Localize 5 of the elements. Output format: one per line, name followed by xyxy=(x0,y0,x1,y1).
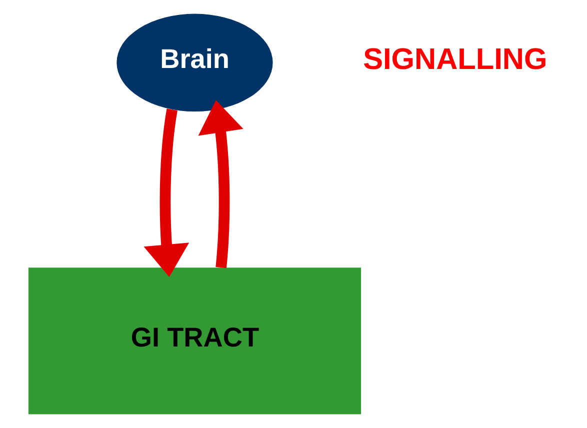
label: SIGNALLING xyxy=(363,42,548,76)
node-ellipse: Brain xyxy=(116,14,273,112)
arrow xyxy=(144,108,190,277)
arrow xyxy=(198,100,244,268)
node-box: GI TRACT xyxy=(28,268,362,414)
